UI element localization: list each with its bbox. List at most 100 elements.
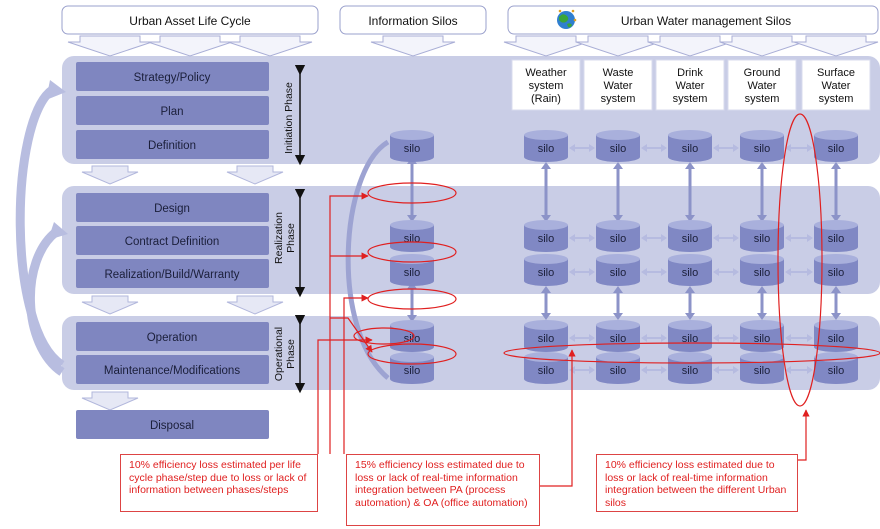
silo-label: silo: [538, 233, 555, 245]
step-box-realization: [76, 259, 269, 288]
red-highlights: [353, 113, 880, 407]
header-arrow-5: [503, 35, 589, 57]
header-arrow-2: [147, 35, 233, 57]
step-box-design: [76, 193, 269, 222]
header-arrow-1: [67, 35, 153, 57]
water-silo-r2-c5: silo: [814, 220, 858, 252]
step-label-contract: Contract Definition: [125, 236, 220, 248]
step-label-maintenance: Maintenance/Modifications: [104, 365, 240, 377]
water-silo-r3-c2: silo: [596, 254, 640, 286]
silo-label: silo: [404, 365, 421, 377]
h-connector-r4-4: [785, 334, 813, 342]
h-connector-r2-3: [713, 234, 739, 242]
silo-label: silo: [404, 233, 421, 245]
silo-label: silo: [754, 233, 771, 245]
water-silo-r4-c3: silo: [668, 320, 712, 352]
red-connectors: [317, 192, 810, 487]
h-connector-r1-2: [641, 144, 667, 152]
loop-arrows: [15, 86, 65, 376]
step-realization: Realization/Build/Warranty: [76, 259, 269, 288]
step-label-strategy: Strategy/Policy: [134, 72, 211, 84]
pa-oa-ellipse: [503, 342, 880, 364]
step-strategy: Strategy/Policy: [76, 62, 269, 91]
note-pa-oa-loss: 15% efficiency loss estimated due to los…: [346, 454, 540, 526]
silo-label: silo: [538, 333, 555, 345]
step-design: Design: [76, 193, 269, 222]
silo-label: silo: [404, 267, 421, 279]
step-maintenance: Maintenance/Modifications: [76, 355, 269, 384]
water-column-line: system: [601, 93, 636, 105]
info-silo-1: silo: [390, 130, 434, 162]
v-connector-initiation-5: [831, 162, 841, 222]
inter-silo-ellipse: [777, 113, 823, 407]
info-v-connector-2: [407, 282, 417, 322]
info-silo-3: silo: [390, 254, 434, 286]
water-column-line: (Rain): [531, 93, 561, 105]
silo-label: silo: [538, 143, 555, 155]
silo-label: silo: [610, 333, 627, 345]
h-connector-r3-1: [569, 268, 595, 276]
h-connector-r5-4: [785, 366, 813, 374]
water-silos-header: Urban Water management Silos: [621, 14, 791, 28]
phase-down-arrow-1: [81, 165, 139, 185]
water-silo-r5-c3: silo: [668, 352, 712, 384]
silo-label: silo: [610, 365, 627, 377]
header-arrow-9: [793, 35, 879, 57]
water-silo-r1-c5: silo: [814, 130, 858, 162]
step-operation: Operation: [76, 322, 269, 351]
water-silo-r2-c2: silo: [596, 220, 640, 252]
silo-label: silo: [754, 267, 771, 279]
globe-icon: [557, 9, 577, 29]
step-box-maintenance: [76, 355, 269, 384]
water-silo-r3-c4: silo: [740, 254, 784, 286]
h-connector-r5-3: [713, 366, 739, 374]
step-box-definition: [76, 130, 269, 159]
step-disposal: Disposal: [76, 410, 269, 439]
phase-down-arrow-2: [226, 165, 284, 185]
lifecycle-steps: Strategy/PolicyPlanDefinitionDesignContr…: [76, 62, 284, 439]
water-column-line: Water: [604, 80, 633, 92]
operational-phase-label-1: Operational: [273, 327, 285, 381]
silo-label: silo: [754, 143, 771, 155]
h-connector-r3-3: [713, 268, 739, 276]
header-arrow-7: [647, 35, 733, 57]
water-column-line: Water: [676, 80, 705, 92]
water-column-line: Water: [748, 80, 777, 92]
h-connector-r3-4: [785, 268, 813, 276]
step-label-definition: Definition: [148, 140, 196, 152]
h-connector-r4-1: [569, 334, 595, 342]
water-silo-r5-c1: silo: [524, 352, 568, 384]
water-silo-r5-c2: silo: [596, 352, 640, 384]
water-column-line: system: [529, 80, 564, 92]
silo-label: silo: [682, 333, 699, 345]
v-connector-initiation-4: [757, 162, 767, 222]
note-phase-loss: 10% efficiency loss estimated per life c…: [120, 454, 318, 512]
header-arrow-3: [227, 35, 313, 57]
step-plan: Plan: [76, 96, 269, 125]
silo-label: silo: [754, 333, 771, 345]
v-connector-operational-2: [613, 286, 623, 320]
silo-label: silo: [682, 233, 699, 245]
silo-label: silo: [828, 143, 845, 155]
h-connector-r3-2: [641, 268, 667, 276]
water-silo-r4-c5: silo: [814, 320, 858, 352]
h-connector-r2-4: [785, 234, 813, 242]
water-silo-r4-c2: silo: [596, 320, 640, 352]
gap-ellipse-5: [367, 343, 457, 365]
step-label-realization: Realization/Build/Warranty: [104, 269, 239, 281]
step-label-plan: Plan: [160, 106, 183, 118]
h-connector-r4-3: [713, 334, 739, 342]
v-connector-operational-1: [541, 286, 551, 320]
water-silo-r3-c3: silo: [668, 254, 712, 286]
phase-down-arrow-5: [81, 391, 139, 411]
v-connector-initiation-3: [685, 162, 695, 222]
step-label-operation: Operation: [147, 332, 198, 344]
water-column-line: Surface: [817, 67, 855, 79]
info-curve-arrow: [345, 139, 390, 380]
silo-label: silo: [682, 365, 699, 377]
h-connector-r1-4: [785, 144, 813, 152]
